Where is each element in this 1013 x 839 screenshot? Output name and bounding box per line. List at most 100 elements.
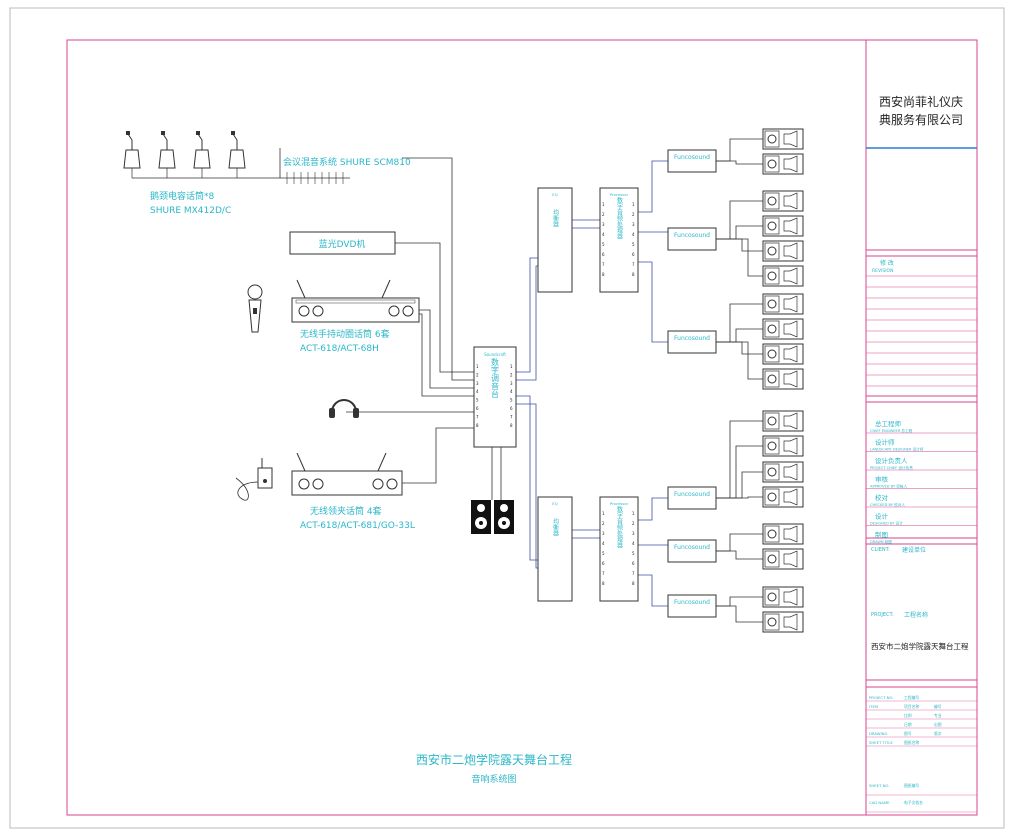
proc-input-number: 3: [602, 531, 605, 536]
processor-top-box: [599, 187, 639, 293]
speaker-cabinet: [762, 265, 804, 287]
proc-output-number: 7: [632, 262, 635, 267]
dvd-box: [289, 231, 396, 255]
processor-top-vertical: 数字音频处理器: [616, 196, 623, 240]
signal-wires: [346, 138, 763, 623]
amplifier: Funcosound: [667, 486, 717, 510]
amplifier-brand: Funcosound: [674, 232, 710, 239]
gooseneck-mic-icon: [193, 131, 211, 178]
proc-input-number: 5: [602, 551, 605, 556]
footer-cell-a: CAD NAME: [869, 800, 890, 805]
signal-wire: [638, 160, 668, 213]
approval-sublabel: DESIGNED BY 设计: [870, 521, 903, 526]
signal-wire: [716, 341, 763, 380]
mixer-input-number: 5: [476, 398, 479, 403]
amplifier: Funcosound: [667, 227, 717, 251]
proc-output-number: 5: [632, 551, 635, 556]
amplifier-box: [667, 539, 717, 563]
proc-output-number: 1: [632, 202, 635, 207]
company-box: [865, 39, 978, 251]
proc-input-number: 2: [602, 212, 605, 217]
signal-wire: [638, 574, 668, 607]
info-cell-a: ITEM: [869, 704, 878, 709]
company-name-line1: 西安尚菲礼仪庆: [879, 94, 963, 109]
proc-output-number: 1: [632, 511, 635, 516]
approval-label: 设计师: [875, 438, 895, 447]
info-cell-a: DRAWING: [869, 731, 888, 736]
signal-wire: [402, 157, 474, 381]
info-cell-a: SHEET TITLE: [869, 740, 893, 745]
headphones-icon: [329, 399, 359, 418]
wireless-handheld-receiver: [291, 279, 420, 323]
signal-wire: [716, 238, 763, 252]
signal-wire: [516, 403, 538, 569]
signal-wire: [716, 605, 763, 623]
speaker-cabinet: [762, 318, 804, 340]
amplifier: Funcosound: [667, 330, 717, 354]
proc-output-number: 3: [632, 531, 635, 536]
eq-top-vertical: 均衡器: [552, 208, 559, 228]
signal-wire: [638, 497, 668, 521]
signal-wire: [419, 309, 474, 389]
speaker-cabinet: [762, 486, 804, 508]
mixer-output-number: 2: [510, 372, 513, 377]
mixer-output-number: 1: [510, 364, 513, 369]
signal-wire: [716, 238, 763, 277]
project-name: 西安市二炮学院露天舞台工程: [871, 641, 969, 651]
signal-wire: [716, 533, 763, 552]
conf-system-label: 会议混音系统 SHURE SCM810: [283, 156, 411, 168]
speaker-cabinets: [762, 128, 804, 633]
client-project-box: [865, 543, 978, 681]
proc-output-number: 4: [632, 232, 635, 237]
signal-wire: [716, 303, 763, 343]
speaker-cabinet: [762, 215, 804, 237]
gooseneck-mic-icon: [123, 131, 141, 178]
amplifier-box: [667, 227, 717, 251]
wireless-hand-label-2: ACT-618/ACT-68H: [300, 344, 379, 354]
signal-wire: [516, 265, 538, 381]
speaker-cabinet: [762, 611, 804, 633]
signal-wire: [395, 242, 474, 373]
approval-sublabel: DRAWN 制图: [870, 539, 892, 544]
speaker-cabinet: [762, 128, 804, 150]
amplifier-brand: Funcosound: [674, 544, 710, 551]
approval-label: 总工程师: [875, 419, 902, 428]
revision-rows: [866, 275, 977, 387]
info-table-box: [865, 686, 978, 816]
amplifiers: FuncosoundFuncosoundFuncosoundFuncosound…: [667, 149, 717, 618]
amplifier: Funcosound: [667, 149, 717, 173]
amplifier-brand: Funcosound: [674, 154, 710, 161]
client-label: CLIENT:: [871, 547, 890, 553]
gooseneck-mic-icon: [228, 131, 246, 178]
speaker-cabinet: [762, 293, 804, 315]
mixer-output-number: 6: [510, 406, 513, 411]
dvd-player: 蓝光DVD机: [289, 231, 396, 255]
mixer-brand: Soundcraft: [484, 352, 506, 357]
processor-top-header: Processor: [610, 192, 629, 197]
mixer-output-number: 3: [510, 381, 513, 386]
approval-sublabel: CHECKED BY 校对人: [870, 502, 905, 507]
proc-output-number: 4: [632, 541, 635, 546]
approval-sublabel: LANDSCAPE DESIGNER 设计师: [870, 447, 924, 452]
amplifier-brand: Funcosound: [674, 335, 710, 342]
proc-input-number: 4: [602, 232, 605, 237]
approval-sublabel: CHIEF ENGINEER 总工程: [870, 428, 913, 433]
info-cell-c: 编号: [934, 704, 942, 709]
processor-bottom-vertical: 数字音频处理器: [616, 505, 623, 549]
gooseneck-microphones: [123, 131, 280, 179]
amplifier: Funcosound: [667, 594, 717, 618]
speaker-cabinet: [762, 190, 804, 212]
approval-label: 设计: [875, 512, 889, 521]
proc-input-number: 3: [602, 222, 605, 227]
approval-label: 设计负责人: [875, 456, 908, 465]
drawing-title: 西安市二炮学院露天舞台工程: [416, 752, 572, 767]
